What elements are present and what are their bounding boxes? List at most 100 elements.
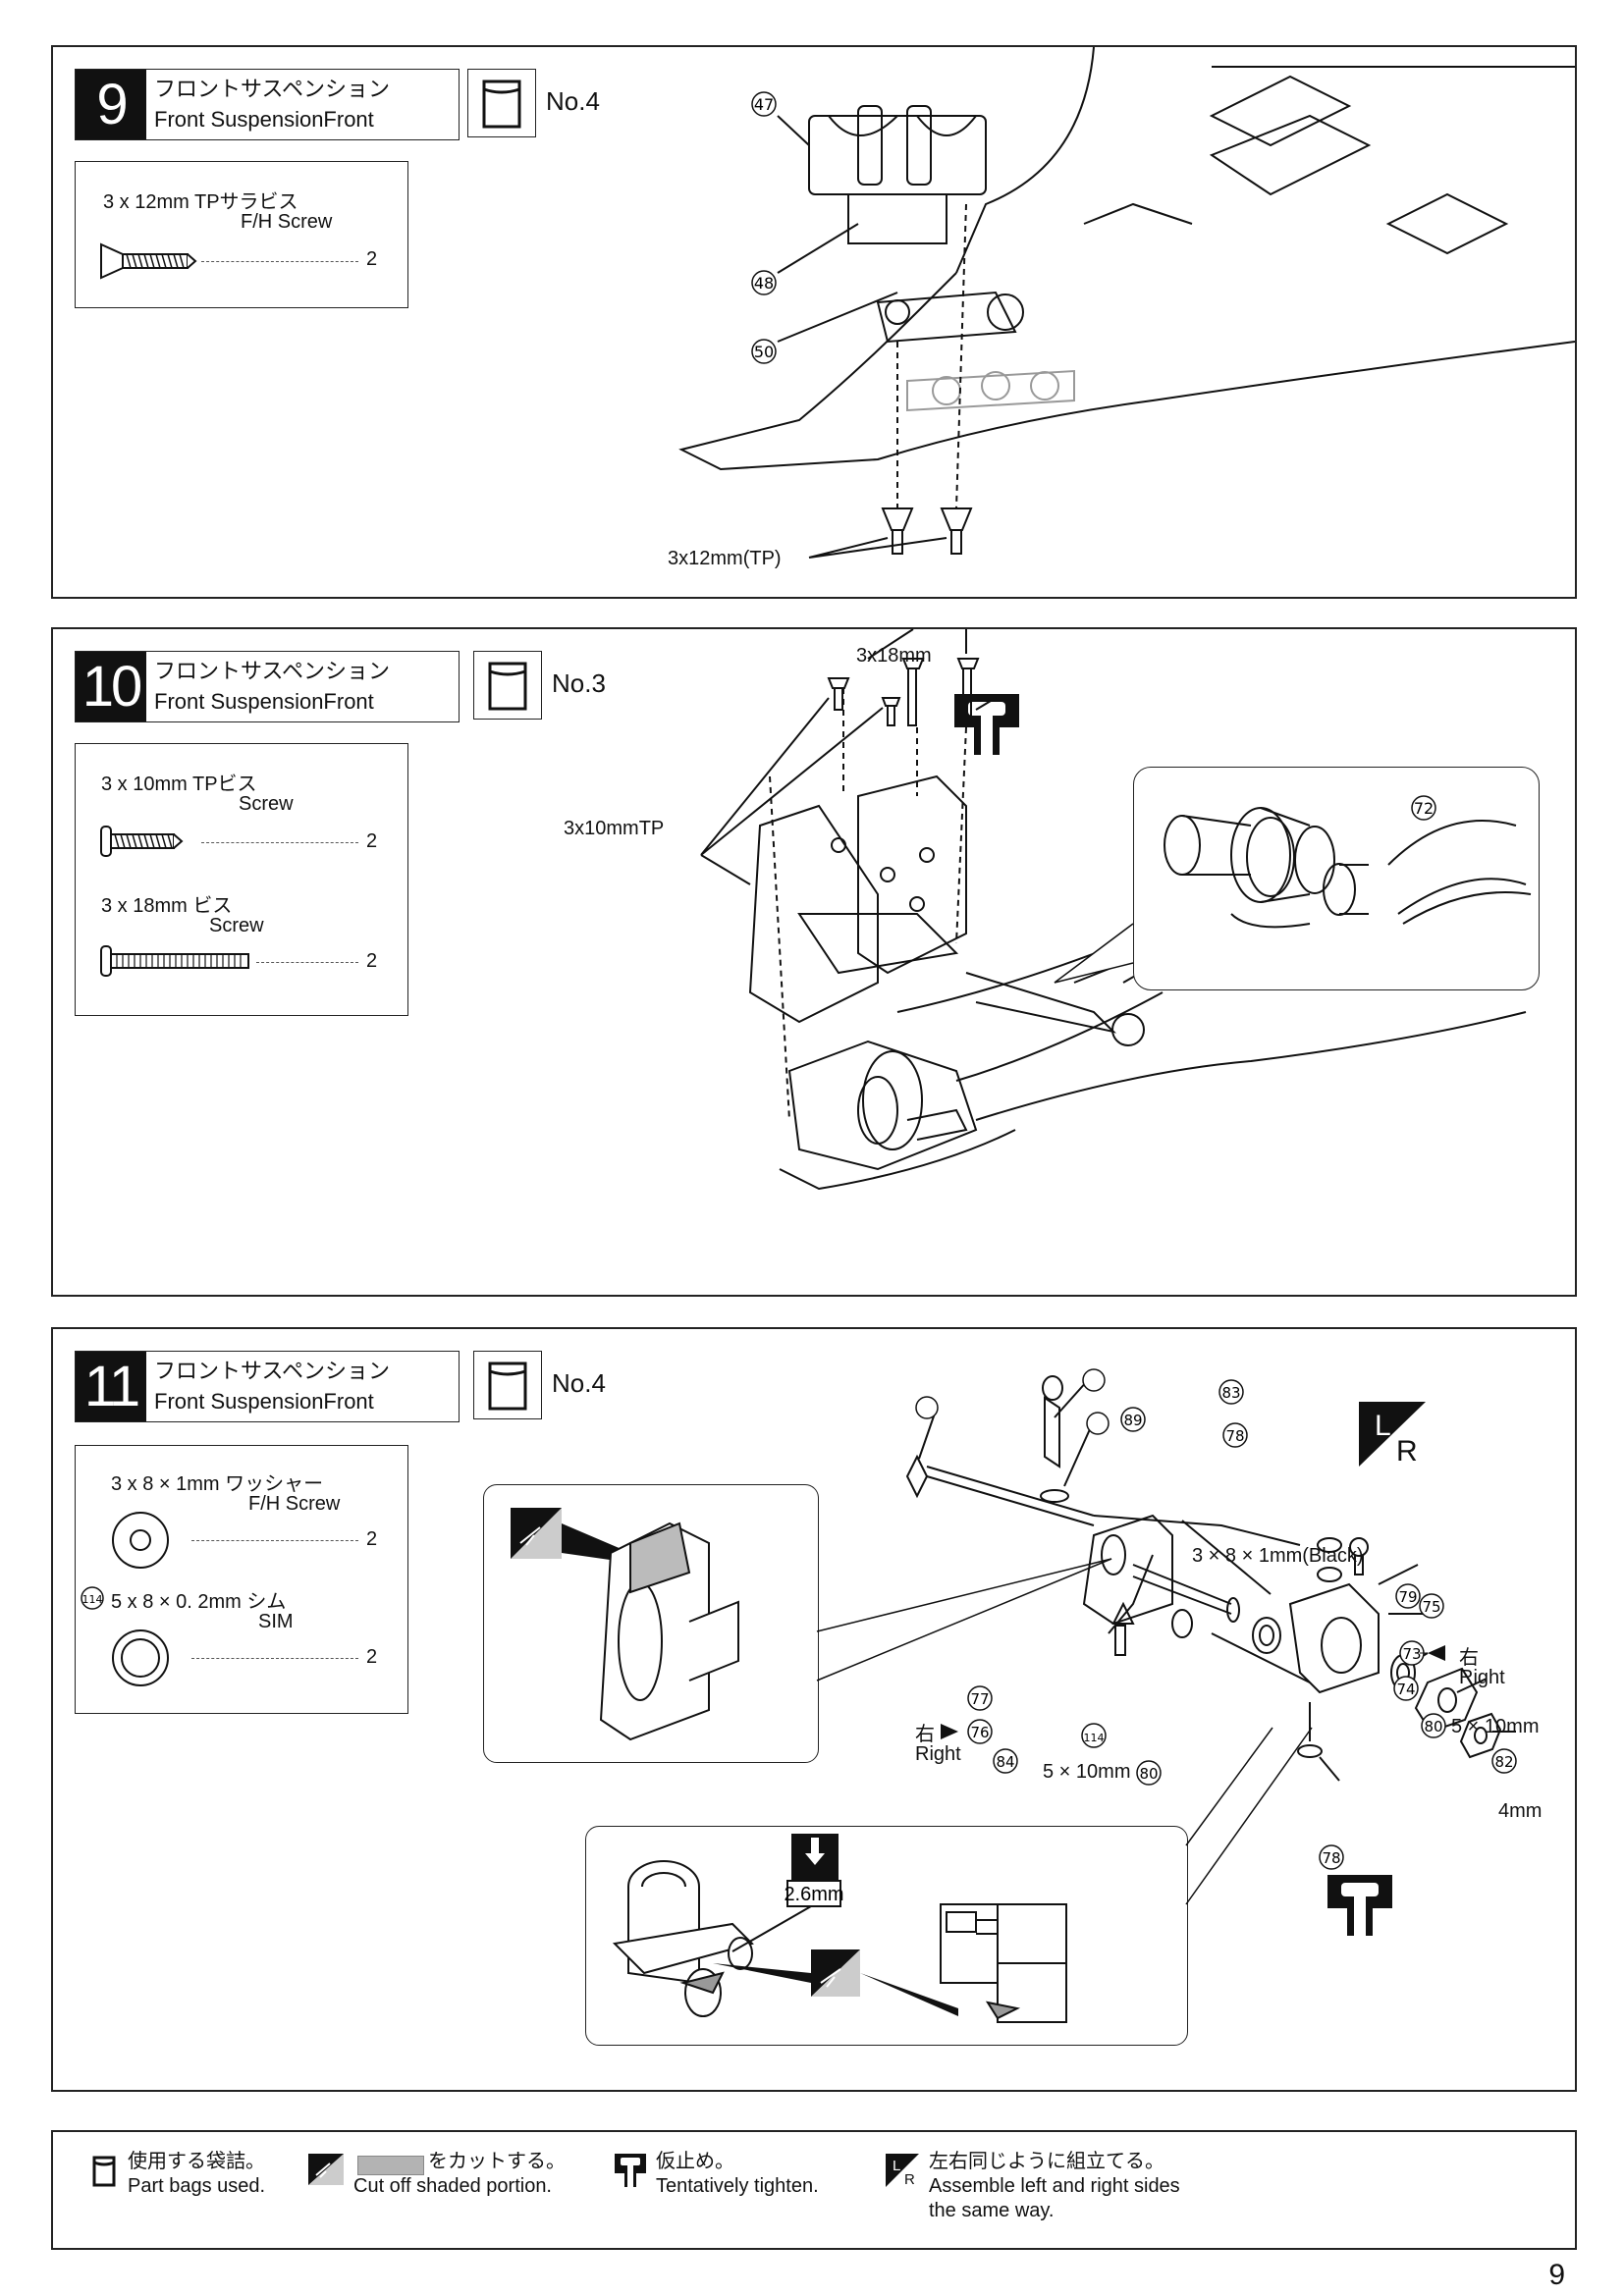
part-bag-icon xyxy=(473,651,542,720)
callout-80: 80 xyxy=(1424,1718,1442,1735)
left-right-icon: L R xyxy=(1359,1402,1426,1468)
legend-lr-en-2: the same way. xyxy=(929,2200,1055,2221)
part-qty: 2 xyxy=(366,248,378,270)
bearing-callout: 5 × 10mm xyxy=(1451,1716,1540,1737)
part-name-en: Screw xyxy=(209,915,264,936)
washer-black-callout: 3 × 8 × 1mm(Black) xyxy=(1192,1545,1364,1567)
detail-inset xyxy=(1133,767,1540,990)
step-9-panel: 9 フロントサスペンション Front SuspensionFront No.4… xyxy=(51,45,1577,599)
callout-89: 89 xyxy=(1123,1412,1142,1429)
tentatively-tighten-icon xyxy=(1327,1875,1392,1936)
part-name-jp: 3 x 8 × 1mm ワッシャー xyxy=(111,1473,324,1495)
page-number: 9 xyxy=(1548,2259,1565,2291)
step-title-en: Front SuspensionFront xyxy=(154,107,374,132)
nut-callout: 4mm xyxy=(1498,1800,1543,1822)
legend-lr-jp: 左右同じように組立てる。 xyxy=(929,2151,1164,2172)
legend-cut-jp: をカットする。 xyxy=(428,2151,566,2172)
step-title-jp: フロントサスペンション xyxy=(154,660,391,684)
part-name-en: SIM xyxy=(258,1611,294,1632)
step-number: 10 xyxy=(76,652,146,721)
callout-84: 84 xyxy=(996,1753,1014,1771)
callout-79: 79 xyxy=(1398,1588,1417,1606)
right-label-en: Right xyxy=(915,1743,961,1765)
cut-icon xyxy=(308,2154,344,2185)
step-header: 10 フロントサスペンション Front SuspensionFront xyxy=(75,651,460,722)
legend-cut-en: Cut off shaded portion. xyxy=(353,2175,552,2197)
callout-78: 78 xyxy=(1225,1427,1244,1445)
part-bag-icon xyxy=(467,69,536,137)
callout-76: 76 xyxy=(970,1724,989,1741)
legend-box: 使用する袋詰。 Part bags used. をカットする。 Cut off … xyxy=(51,2130,1577,2250)
bag-label: No.4 xyxy=(552,1368,606,1398)
flat-head-screw-icon xyxy=(100,242,197,280)
left-right-icon: L R xyxy=(886,2154,919,2187)
step-number: 11 xyxy=(76,1352,146,1421)
step-title-en: Front SuspensionFront xyxy=(154,1389,374,1414)
part-name-jp: 5 x 8 × 0. 2mm シム xyxy=(111,1591,287,1613)
right-label-jp: 右 xyxy=(915,1724,935,1745)
step-header: 9 フロントサスペンション Front SuspensionFront xyxy=(75,69,460,140)
part-name-en: F/H Screw xyxy=(241,211,333,233)
legend-bag-en: Part bags used. xyxy=(128,2175,266,2197)
parts-box: 3 x 10mm TPビス Screw 2 3 x 18mm ビス Screw … xyxy=(75,743,408,1016)
step-title-en: Front SuspensionFront xyxy=(154,689,374,714)
callout-75: 75 xyxy=(1422,1598,1440,1616)
tentatively-tighten-icon xyxy=(615,2154,646,2187)
parts-box: 3 x 12mm TPサラビス F/H Screw 2 xyxy=(75,161,408,308)
legend-lr-en-1: Assemble left and right sides xyxy=(929,2175,1180,2197)
part-qty: 2 xyxy=(366,1646,378,1668)
shaded-portion-swatch xyxy=(357,2156,424,2175)
bag-label: No.3 xyxy=(552,668,606,698)
callout-48: 48 xyxy=(754,274,774,293)
step-title-jp: フロントサスペンション xyxy=(154,78,391,102)
shim-icon xyxy=(112,1629,169,1686)
leader-line xyxy=(191,1658,358,1659)
washer-icon xyxy=(112,1512,169,1569)
callout-72: 72 xyxy=(1414,799,1434,818)
right-label-en: Right xyxy=(1459,1667,1505,1688)
svg-text:R: R xyxy=(904,2171,915,2187)
step-number: 9 xyxy=(76,70,146,139)
step9-assembly-drawing: 47 48 50 xyxy=(678,46,1576,559)
part-qty: 2 xyxy=(366,1528,378,1550)
callout-114: 114 xyxy=(1084,1732,1105,1744)
part-name-jp: 3 x 12mm TPサラビス xyxy=(103,191,298,213)
step-10-panel: 10 フロントサスペンション Front SuspensionFront No.… xyxy=(51,627,1577,1297)
legend-tighten-en: Tentatively tighten. xyxy=(656,2175,819,2197)
screw-callout: 3x12mm(TP) xyxy=(668,548,782,569)
knuckle-cut-drawing xyxy=(511,1508,1112,1741)
step-11-panel: 11 フロントサスペンション Front SuspensionFront No.… xyxy=(51,1327,1577,2092)
part-name-en: Screw xyxy=(239,793,294,815)
part-bag-icon xyxy=(473,1351,542,1419)
callout-78: 78 xyxy=(1322,1849,1340,1867)
part-name-jp: 3 x 18mm ビス xyxy=(101,895,233,917)
legend-bag-jp: 使用する袋詰。 xyxy=(128,2151,265,2172)
part-name-en: F/H Screw xyxy=(248,1493,341,1515)
part-name-jp: 3 x 10mm TPビス xyxy=(101,774,257,795)
callout-73: 73 xyxy=(1402,1645,1421,1663)
screw-3x18-callout: 3x18mm xyxy=(856,645,932,667)
machine-screw-icon xyxy=(100,945,249,977)
callout-74: 74 xyxy=(1396,1681,1415,1698)
callout-83: 83 xyxy=(1221,1384,1240,1402)
part-qty: 2 xyxy=(366,950,378,972)
svg-text:L: L xyxy=(1375,1410,1391,1442)
step11-exploded-drawing xyxy=(905,1368,1516,1782)
bag-label: No.4 xyxy=(546,86,600,116)
callout-82: 82 xyxy=(1494,1753,1513,1771)
step-title-jp: フロントサスペンション xyxy=(154,1360,391,1384)
leader-line xyxy=(191,1540,358,1541)
step11-part-number-callouts: 89 83 78 79 75 73 74 80 82 77 76 114 xyxy=(941,1379,1517,1870)
parts-box: 3 x 8 × 1mm ワッシャー F/H Screw 2 114 5 x 8 … xyxy=(75,1445,408,1714)
leader-line xyxy=(201,842,358,843)
tp-screw-icon xyxy=(100,826,184,857)
legend-tighten-jp: 仮止め。 xyxy=(656,2151,734,2172)
part-index-badge: 114 xyxy=(81,1586,104,1610)
callout-50: 50 xyxy=(754,343,774,361)
right-label-jp: 右 xyxy=(1459,1647,1479,1669)
callout-77: 77 xyxy=(970,1690,989,1708)
part-bag-icon xyxy=(92,2156,116,2187)
leader-line xyxy=(256,962,358,963)
svg-text:L: L xyxy=(893,2158,900,2174)
svg-text:R: R xyxy=(1396,1435,1418,1468)
